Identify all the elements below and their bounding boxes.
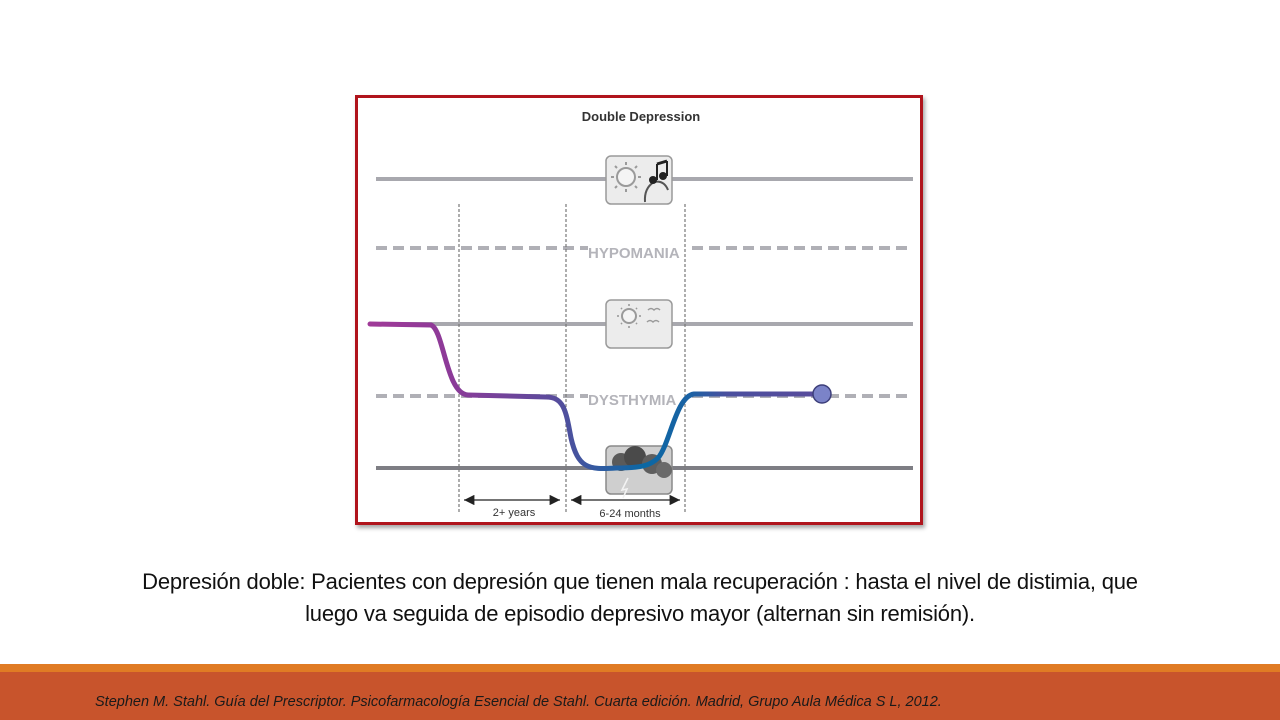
- hypomania-label: HYPOMANIA: [588, 245, 680, 262]
- current-state-marker: [812, 384, 832, 404]
- caption-line-2: luego va seguida de episodio depresivo m…: [305, 601, 975, 626]
- duration-label-1: 2+ years: [493, 507, 536, 519]
- dysthymia-label: DYSTHYMIA: [588, 392, 677, 409]
- caption: Depresión doble: Pacientes con depresión…: [110, 566, 1170, 630]
- citation: Stephen M. Stahl. Guía del Prescriptor. …: [95, 694, 942, 710]
- mood-course-line: [367, 321, 824, 471]
- sun-music-icon: [605, 155, 673, 205]
- footer-band: [0, 672, 1280, 720]
- figure-frame: Double Depression HYPOMANIA DYSTHYMIA: [355, 95, 923, 525]
- duration-label-2: 6-24 months: [599, 508, 661, 520]
- footer-stripe: [0, 664, 1280, 672]
- figure-title: Double Depression: [582, 109, 701, 124]
- caption-line-1: Depresión doble: Pacientes con depresión…: [142, 569, 1138, 594]
- double-depression-diagram: Double Depression HYPOMANIA DYSTHYMIA: [367, 109, 913, 520]
- sun-birds-icon: [605, 299, 673, 349]
